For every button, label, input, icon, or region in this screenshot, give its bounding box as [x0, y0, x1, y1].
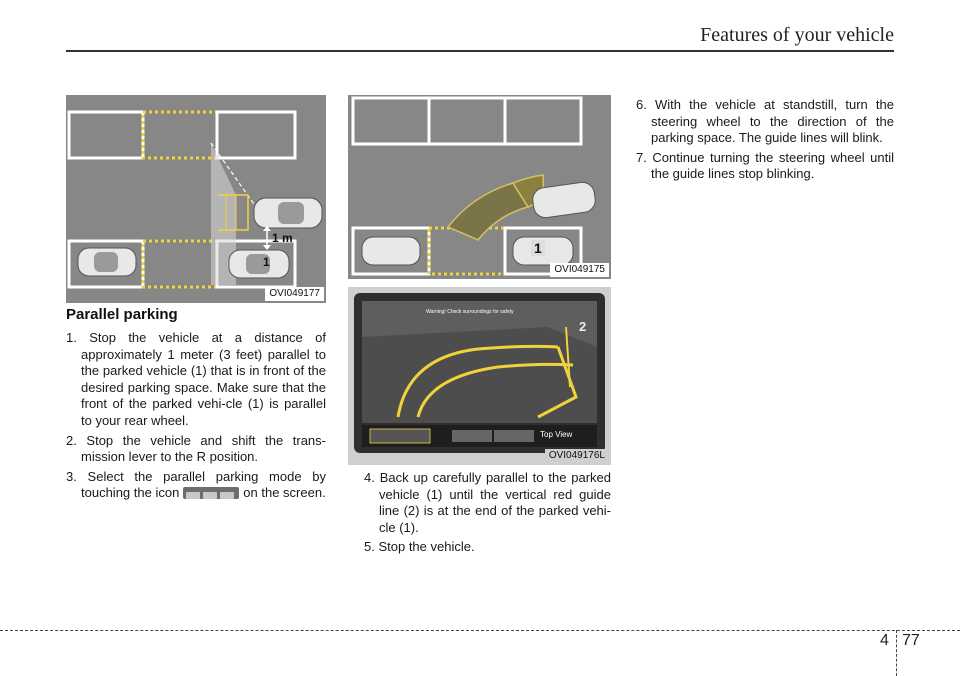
- footer-rule: [0, 630, 960, 631]
- step-item: 5. Stop the vehicle.: [364, 539, 475, 555]
- figure-parallel-top-view-graphic: [66, 95, 326, 303]
- footer-divider: [896, 630, 897, 676]
- chapter-number: 4: [880, 632, 889, 649]
- figure-code: OVI049177: [265, 287, 324, 301]
- car-number-label: 1: [531, 240, 545, 256]
- figure-code: OVI049176L: [544, 449, 609, 463]
- figure-backing-top-view-graphic: [348, 95, 611, 279]
- parked-car-left: [77, 247, 137, 277]
- distance-label: 1 m: [272, 231, 293, 245]
- moving-car: [532, 181, 596, 219]
- page-number: 77: [902, 632, 920, 649]
- header-rule: [66, 50, 894, 52]
- warning-text: Warning! Check surroundings for safety: [426, 309, 514, 315]
- parked-car-1: [228, 249, 290, 279]
- guide-line-label: 2: [579, 319, 587, 334]
- step-item: 2. Stop the vehicle and shift the trans-…: [66, 432, 326, 465]
- steps-column-3: 6. With the vehicle at standstill, turn …: [636, 97, 894, 186]
- header-title: Features of your vehicle: [700, 24, 894, 46]
- parallel-mode-icon: [183, 486, 240, 499]
- steps-column-2: 4. Back up carefully parallel to the par…: [364, 470, 611, 559]
- parked-car-left: [361, 236, 421, 266]
- step-item: 7. Continue turning the steering wheel u…: [636, 149, 894, 182]
- section-title: Parallel parking: [66, 306, 178, 323]
- step-item: 6. With the vehicle at standstill, turn …: [636, 97, 894, 146]
- figure-backing-top-view: 1 OVI049175: [348, 95, 611, 279]
- step-item: 1. Stop the vehicle at a distance of app…: [66, 330, 326, 428]
- steps-column-1: 1. Stop the vehicle at a distance of app…: [66, 330, 326, 505]
- figure-parallel-top-view: 1 m 1 OVI049177: [66, 95, 326, 303]
- figure-rear-camera-screen: Warning! Check surroundings for safety 2…: [348, 287, 611, 465]
- figure-rear-camera-graphic: [348, 287, 611, 465]
- step-item: 4. Back up carefully parallel to the par…: [364, 470, 612, 535]
- step-item: 3. Select the parallel parking mode by t…: [66, 468, 326, 501]
- figure-code: OVI049175: [550, 263, 609, 277]
- top-view-button[interactable]: Top View: [540, 430, 573, 439]
- moving-car: [253, 197, 323, 229]
- car-number-label: 1: [263, 255, 270, 269]
